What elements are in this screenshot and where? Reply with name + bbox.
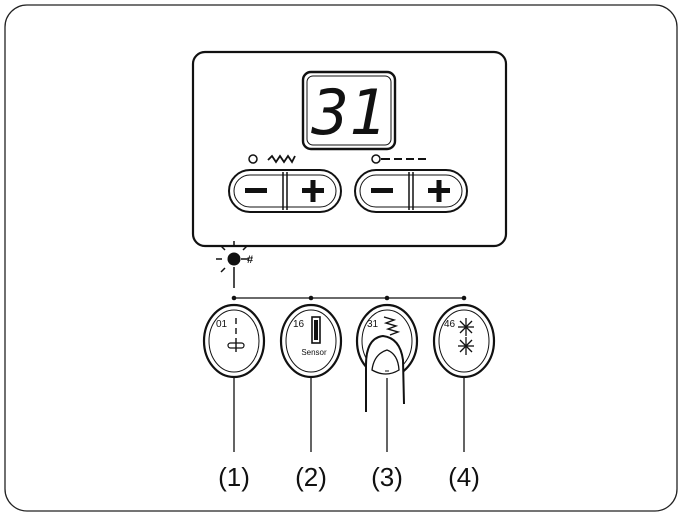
pattern-number: 16: [293, 319, 305, 330]
lcd-value: 31: [311, 76, 387, 149]
callout-4: (4): [448, 462, 480, 492]
stitch-length-control: [354, 154, 468, 213]
pattern-number: 01: [216, 319, 228, 330]
callout-3: (3): [371, 462, 403, 492]
zigzag-icon: [248, 154, 296, 164]
width-minus-button[interactable]: [245, 188, 267, 193]
straight-stitch-icon: [227, 318, 245, 352]
pattern-number: 46: [444, 319, 456, 330]
length-minus-button[interactable]: [371, 188, 393, 193]
callout-1: (1): [218, 462, 250, 492]
callout-2: (2): [295, 462, 327, 492]
callout-lines: [233, 377, 465, 452]
sensor-label: Sensor: [301, 348, 327, 357]
sparkle-led-icon: #: [216, 241, 253, 288]
length-plus-button[interactable]: [428, 180, 450, 202]
outer-frame: [4, 4, 678, 512]
width-plus-button[interactable]: [302, 180, 324, 202]
indicator-bar: [231, 295, 467, 301]
pattern-button-16[interactable]: 16 Sensor: [279, 303, 343, 379]
finger-icon: [365, 334, 405, 412]
stitch-width-control: [228, 154, 342, 213]
dashed-line-icon: [371, 154, 426, 164]
buttonhole-icon: [311, 316, 321, 344]
zigzag-stitch-icon: [383, 316, 401, 336]
led-mark: #: [247, 254, 253, 266]
control-panel: [191, 50, 508, 248]
pattern-button-46[interactable]: 46: [432, 303, 496, 379]
lcd-display: 31: [301, 70, 397, 151]
star-stitch-icon: [458, 318, 474, 355]
pattern-number: 31: [367, 319, 379, 330]
pattern-button-01[interactable]: 01: [202, 303, 266, 379]
